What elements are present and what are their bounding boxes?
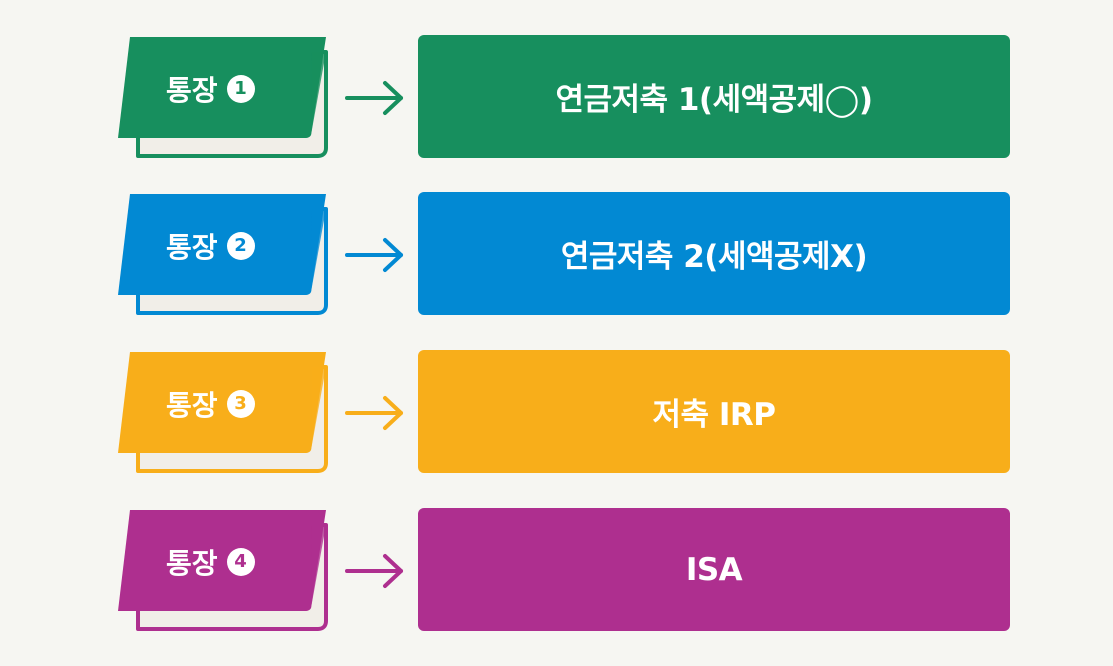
bankbook-icon — [118, 37, 328, 158]
product-box-1: 연금저축 1(세액공제◯) — [418, 35, 1010, 158]
account-row-2: 통장 2 연금저축 2(세액공제X) — [0, 191, 1113, 317]
bankbook-label-2: 통장 2 — [166, 227, 316, 265]
bankbook-tab-4: 통장 4 — [114, 507, 334, 633]
account-label: 통장 — [166, 547, 218, 580]
account-row-1: 통장 1 연금저축 1(세액공제◯) — [0, 34, 1113, 160]
arrow-right-icon — [345, 238, 403, 272]
bankbook-label-1: 통장 1 — [166, 70, 316, 108]
account-row-4: 통장 4 ISA — [0, 507, 1113, 633]
product-box-3: 저축 IRP — [418, 350, 1010, 473]
product-box-2: 연금저축 2(세액공제X) — [418, 192, 1010, 315]
account-number-badge: 3 — [226, 390, 255, 418]
bankbook-tab-2: 통장 2 — [114, 191, 334, 317]
account-number-badge: 2 — [226, 232, 255, 260]
bankbook-tab-3: 통장 3 — [114, 349, 334, 475]
bankbook-icon — [118, 194, 328, 315]
account-row-3: 통장 3 저축 IRP — [0, 349, 1113, 475]
arrow-right-icon — [345, 396, 403, 430]
bankbook-label-4: 통장 4 — [166, 543, 316, 581]
account-number-badge: 4 — [226, 548, 255, 576]
bankbook-icon — [118, 352, 328, 473]
arrow-right-icon — [345, 81, 403, 115]
arrow-right-icon — [345, 554, 403, 588]
account-label: 통장 — [166, 389, 218, 422]
account-label: 통장 — [166, 231, 218, 264]
product-box-4: ISA — [418, 508, 1010, 631]
bankbook-tab-1: 통장 1 — [114, 34, 334, 160]
bankbook-icon — [118, 510, 328, 631]
bankbook-label-3: 통장 3 — [166, 385, 316, 423]
account-number-badge: 1 — [226, 75, 255, 103]
account-label: 통장 — [166, 74, 218, 107]
